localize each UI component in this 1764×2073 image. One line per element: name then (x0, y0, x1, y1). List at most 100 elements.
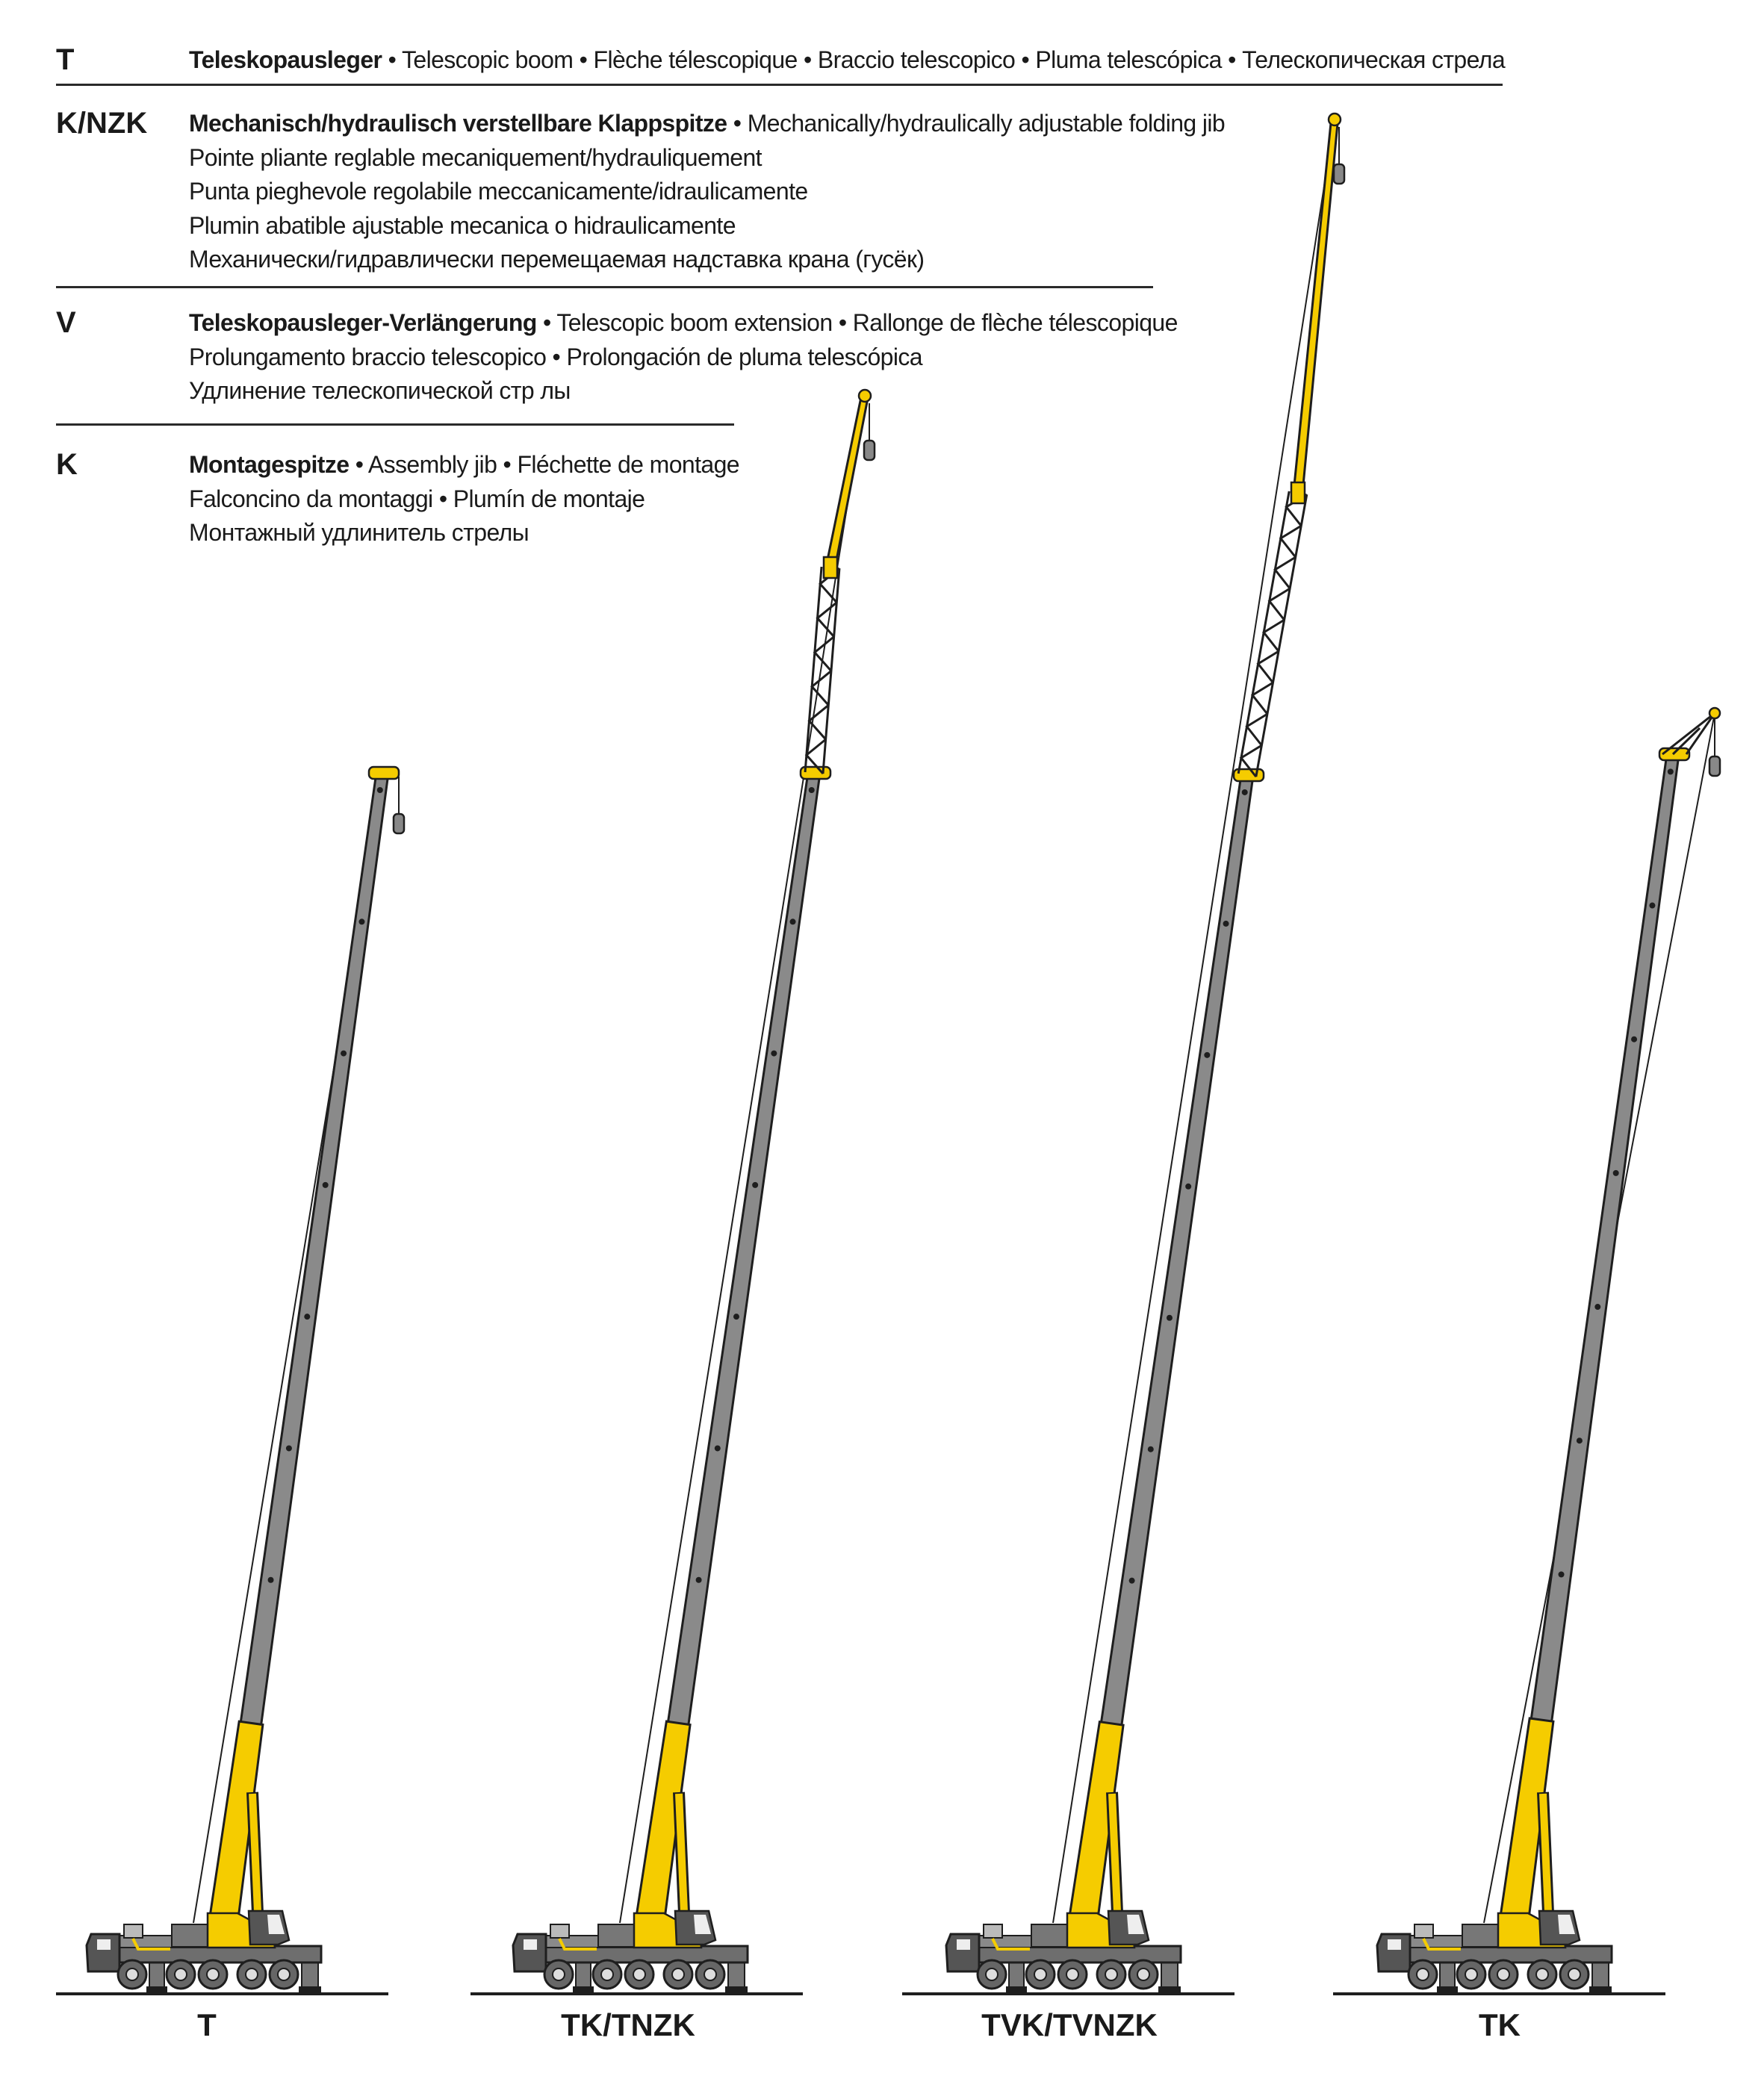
boom-section-joint (304, 1314, 311, 1320)
ground-line (470, 1992, 803, 1995)
legend-term: Teleskopausleger (189, 46, 382, 73)
lattice-jib (1237, 491, 1308, 778)
legend-lines: Teleskopausleger-Verlängerung • Telescop… (189, 306, 1178, 408)
config-label-tk-tnzk: TK/TNZK (561, 2007, 695, 2042)
legend-translations: • Telescopic boom extension • Rallonge d… (536, 309, 1178, 336)
legend-line: Механически/гидравлически перемещаемая н… (189, 243, 1225, 277)
legend-lines: Mechanisch/hydraulisch verstellbare Klap… (189, 107, 1226, 277)
lattice-jib (804, 566, 841, 774)
legend-translations: • Mechanically/hydraulically adjustable … (727, 110, 1226, 137)
boom-section-joint (267, 1576, 274, 1583)
boom-section-joint (1649, 902, 1656, 909)
legend-term: Montagespitze (189, 451, 350, 478)
luffing-cylinder (1108, 1793, 1121, 1912)
legend-term: Mechanisch/hydraulisch verstellbare Klap… (189, 110, 727, 137)
legend-line: Punta pieghevole regolabile meccanicamen… (189, 175, 1225, 209)
boom-section-joint (1166, 1314, 1173, 1321)
legend-translations: Монтажный удлинитель стрелы (189, 519, 529, 546)
legend-translations: Удлинение телескопической стр лы (189, 377, 571, 404)
luffing-cylinder (249, 1793, 261, 1912)
folding-jib (824, 394, 870, 570)
boom-section-joint (733, 1314, 739, 1320)
crane-carrier (945, 1909, 1182, 1994)
legend-translations: Plumin abatible ajustable mecanica o hid… (189, 211, 736, 239)
config-label-t: T (197, 2007, 217, 2042)
boom-section-joint (1223, 920, 1229, 927)
boom-section-joint (1667, 768, 1674, 775)
legend-code: T (56, 43, 75, 76)
crane-4 (1333, 706, 1721, 1995)
ground-line (902, 1992, 1235, 1995)
jib-joint (822, 556, 839, 579)
boom-section-joint (1612, 1169, 1619, 1176)
legend-lines: Teleskopausleger • Telescopic boom • Flè… (189, 43, 1506, 78)
luffing-cylinder (675, 1793, 688, 1912)
divider (56, 423, 734, 426)
config-label-tk: TK (1479, 2007, 1521, 2042)
folding-jib (1292, 117, 1340, 495)
boom-section-joint (1204, 1051, 1211, 1058)
boom-section-joint (771, 1050, 777, 1057)
legend-line: Montagespitze • Assembly jib • Fléchette… (189, 448, 740, 482)
boom-section-joint (1576, 1438, 1583, 1444)
boom-section-joint (1241, 789, 1248, 795)
boom-section-joint (695, 1576, 702, 1583)
legend-lines: Montagespitze • Assembly jib • Fléchette… (189, 448, 740, 550)
ground-line (56, 1992, 388, 1995)
legend-translations: Pointe pliante reglable mecaniquement/hy… (189, 143, 763, 171)
divider (56, 84, 1503, 86)
legend-line: Prolungamento braccio telescopico • Prol… (189, 341, 1178, 375)
luffing-cylinder (1539, 1793, 1552, 1912)
jib-head (1708, 706, 1721, 720)
legend-line: Монтажный удлинитель стрелы (189, 516, 739, 550)
crane-3 (902, 112, 1346, 1995)
config-label-tvk-tvnzk: TVK/TVNZK (981, 2007, 1158, 2042)
legend-line: Pointe pliante reglable mecaniquement/hy… (189, 141, 1225, 175)
ground-line (1333, 1992, 1665, 1995)
boom-section-joint (1558, 1571, 1565, 1578)
crane-2 (470, 388, 876, 1995)
crane-carrier (1376, 1909, 1613, 1994)
legend-translations: • Telescopic boom • Flèche télescopique … (382, 46, 1506, 73)
jib-head (1327, 112, 1342, 127)
legend-code: K/NZK (56, 107, 148, 140)
crane-carrier (512, 1909, 749, 1994)
boom-section-joint (1185, 1183, 1192, 1190)
hook-block-icon (863, 439, 876, 461)
boom-section-joint (714, 1445, 721, 1452)
legend-line: Teleskopausleger • Telescopic boom • Flè… (189, 43, 1506, 78)
boom-section-joint (358, 919, 365, 925)
hook-block-icon (392, 812, 406, 835)
hoist-rope (619, 395, 866, 1924)
crane-carrier (85, 1909, 323, 1994)
boom-section-joint (341, 1050, 347, 1057)
hoist-rope (1052, 119, 1335, 1924)
boom-section-joint (1147, 1446, 1154, 1452)
divider (56, 286, 1153, 288)
legend-line: Удлинение телескопической стр лы (189, 374, 1178, 408)
legend-translations: Механически/гидравлически перемещаемая н… (189, 246, 925, 273)
jib-head (857, 388, 872, 403)
boom-section-joint (752, 1181, 759, 1188)
boom-section-joint (1631, 1036, 1638, 1042)
legend-line: Plumin abatible ajustable mecanica o hid… (189, 209, 1225, 243)
boom-section-joint (1594, 1304, 1601, 1311)
legend-translations: • Assembly jib • Fléchette de montage (349, 451, 740, 478)
hook-block-icon (1708, 755, 1721, 777)
boom-section-joint (789, 919, 796, 925)
boom-section-joint (808, 786, 815, 793)
crane-1 (56, 765, 406, 1995)
boom-head (367, 765, 400, 780)
legend-translations: Punta pieghevole regolabile meccanicamen… (189, 178, 808, 205)
jib-joint (1290, 481, 1306, 505)
legend-line: Mechanisch/hydraulisch verstellbare Klap… (189, 107, 1226, 141)
boom-section-joint (376, 786, 383, 793)
legend-code: V (56, 306, 76, 339)
boom-section-joint (322, 1181, 329, 1188)
legend-translations: Falconcino da montaggi • Plumín de monta… (189, 485, 645, 512)
legend-line: Falconcino da montaggi • Plumín de monta… (189, 482, 739, 517)
legend-translations: Prolungamento braccio telescopico • Prol… (189, 343, 923, 370)
boom-section-joint (1128, 1577, 1135, 1584)
legend-term: Teleskopausleger-Verlängerung (189, 309, 537, 336)
